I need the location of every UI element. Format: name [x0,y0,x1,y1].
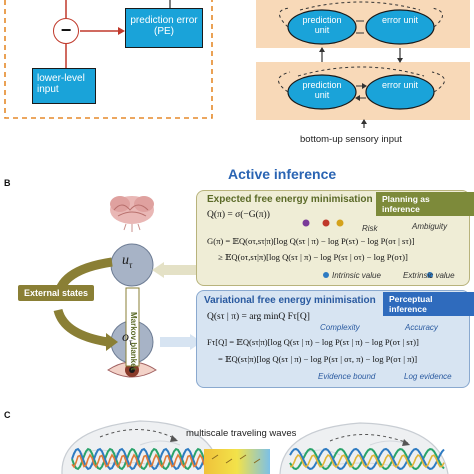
extrinsic-value-label: Extrinsic value [403,271,455,280]
minus-sign: − [60,20,72,40]
log-evidence-label: Log evidence [404,372,452,381]
lower-level-input-label: lower-level input [37,73,85,95]
vfe-equation-2: Fτ[Q] = 𝔼Q(sτ|π)[log Q(sτ | π) − log P(s… [207,337,419,347]
ambiguity-label: Ambiguity [412,222,448,231]
efe-header: Expected free energy minimisation [207,194,373,205]
vfe-equation-3: = 𝔼Q(sτ|π)[log Q(sτ | π) − log P(sτ | oτ… [218,354,418,364]
o-label: o [122,330,129,345]
external-states-label: External states [18,285,95,301]
prediction-unit-bottom: prediction unit [302,80,342,100]
o-tau-label: oτ [122,330,132,347]
markov-blanket-label: Markov blanket [129,312,138,371]
efe-equation-3: ≥ 𝔼Q(oτ,sτ|π)[log Q(sτ | π) − log P(sτ |… [218,252,408,262]
error-unit-bottom: error unit [381,80,418,90]
u-tau-label: uτ [122,253,132,270]
perceptual-inference-tag: Perceptual inference [383,292,474,316]
error-unit-top: error unit [381,15,418,25]
intrinsic-value-label: Intrinsic value [332,271,381,280]
traveling-waves-label: multiscale traveling waves [186,428,297,439]
evidence-bound-label: Evidence bound [318,372,376,381]
prediction-error-box: prediction error (PE) [125,8,203,48]
panel-a-diagram [4,0,470,128]
panel-c-graphics [61,420,449,474]
planning-as-inference-tag: Planning as inference [376,192,474,216]
brain-icon [110,196,154,232]
prediction-unit-top: prediction unit [302,15,342,35]
prediction-error-label: prediction error (PE) [130,15,198,37]
panel-b-letter: B [4,178,11,188]
efe-equation-2: G(π) = 𝔼Q(oτ,sτ|π)[log Q(sτ | π) − log P… [207,236,415,246]
lower-level-input-box: lower-level input [32,68,96,104]
efe-equation-1: Q(π) = σ(−G(π)) [207,210,270,220]
efe-dots-top [302,219,344,227]
accuracy-label: Accuracy [405,323,438,332]
risk-label: Risk [362,224,378,233]
vfe-equation-1: Q(sτ | π) = arg minQ Fτ[Q] [207,312,310,322]
complexity-label: Complexity [320,323,360,332]
u-label: u [122,253,129,268]
vfe-header: Variational free energy minimisation [204,295,376,306]
u-subscript: τ [129,259,133,270]
panel-b-graphics [53,196,202,378]
panel-b-title: Active inference [228,166,337,182]
subtraction-node: − [53,18,79,44]
bottom-up-input-label: bottom-up sensory input [300,134,402,145]
o-subscript: τ [129,336,133,347]
panel-c-letter: C [4,410,11,420]
efe-dots-bottom [323,272,433,278]
